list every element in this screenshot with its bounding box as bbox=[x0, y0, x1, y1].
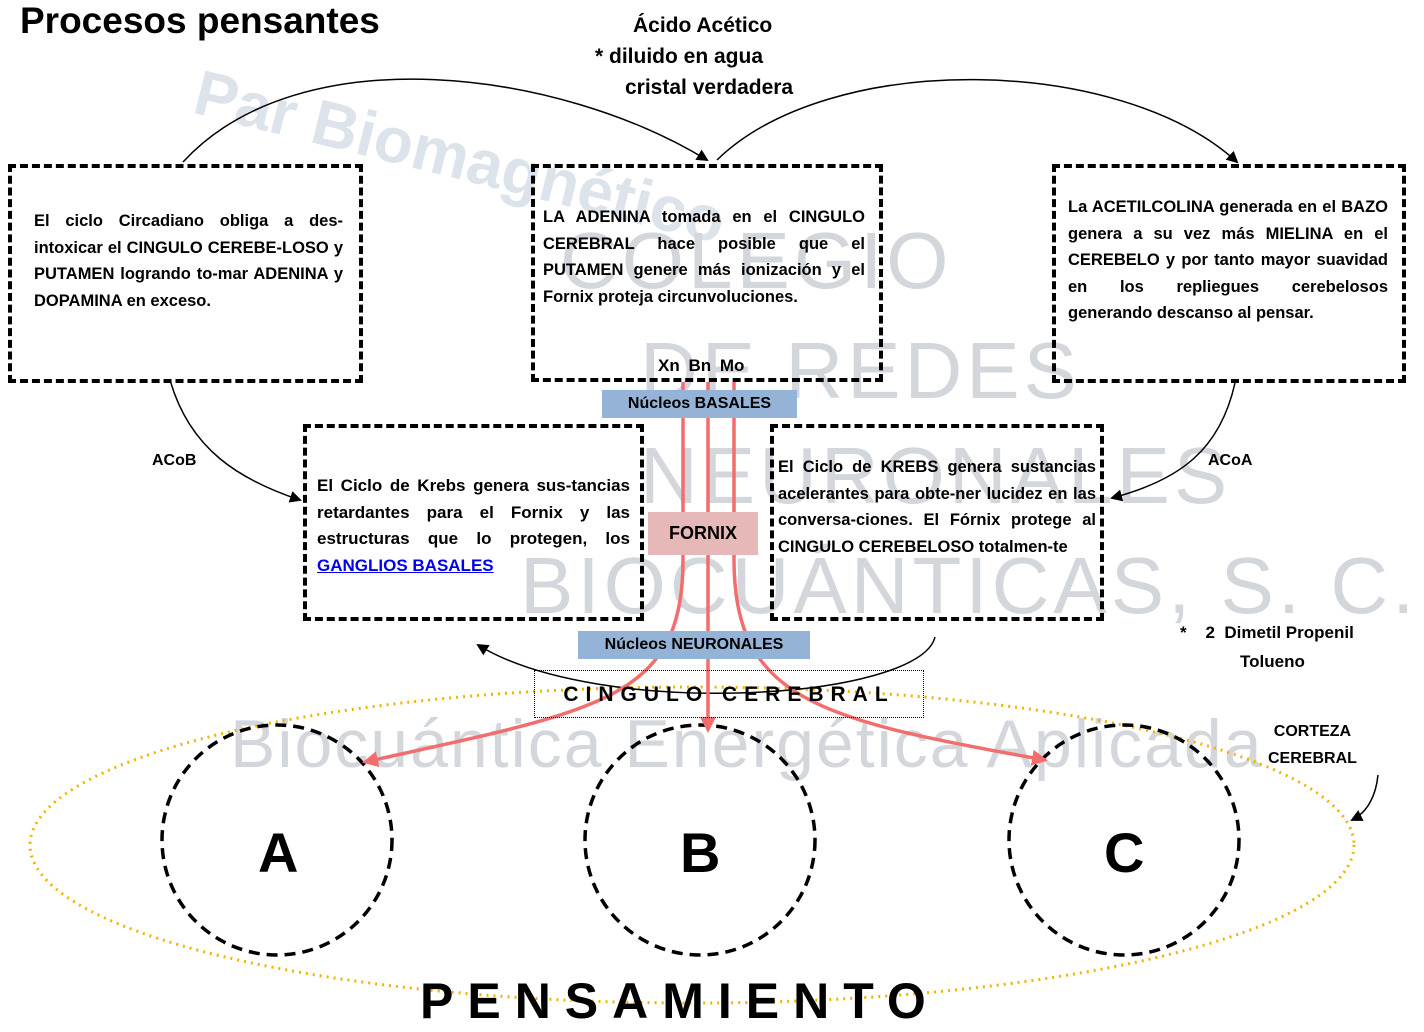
ganglios-basales-link[interactable]: GANGLIOS BASALES bbox=[317, 555, 494, 575]
box-krebs-right-text: El Ciclo de KREBS genera sustancias acel… bbox=[778, 458, 1096, 556]
arc-left-to-center bbox=[182, 78, 709, 163]
box-acetilcolina-text: La ACETILCOLINA generada en el BAZO gene… bbox=[1068, 198, 1388, 322]
red-arrow-c bbox=[732, 382, 1048, 766]
arrow-acob bbox=[169, 379, 302, 503]
dimetil-line-2: Tolueno bbox=[1240, 652, 1305, 671]
nucleos-neuronales-tag: Núcleos NEURONALES bbox=[578, 631, 810, 659]
box-adenina: LA ADENINA tomada en el CINGULO CEREBRAL… bbox=[531, 164, 883, 382]
page-title: Procesos pensantes bbox=[20, 0, 380, 41]
circle-a bbox=[160, 723, 394, 957]
box-krebs-acelerantes: El Ciclo de KREBS genera sustancias acel… bbox=[770, 424, 1104, 621]
circle-a-label: A bbox=[258, 821, 299, 884]
watermark-line-1: COLEGIO bbox=[560, 216, 953, 305]
circle-c-label: C bbox=[1104, 821, 1145, 884]
cingulo-cerebral-label: CINGULO CEREBRAL bbox=[534, 670, 924, 718]
corteza-cerebral-label: CORTEZA CEREBRAL bbox=[1268, 718, 1357, 772]
arrow-corteza bbox=[1350, 774, 1379, 821]
box-acetilcolina: La ACETILCOLINA generada en el BAZO gene… bbox=[1052, 164, 1406, 383]
box-circadiano-text: El ciclo Circadiano obliga a des-intoxic… bbox=[34, 212, 343, 310]
nucleos-basales-tag: Núcleos BASALES bbox=[602, 390, 797, 418]
acob-label: ACoB bbox=[152, 452, 197, 469]
arrow-acoa bbox=[1110, 382, 1236, 502]
watermark-line-5: Biocuántica Energética Aplicada bbox=[230, 706, 1264, 782]
dimetil-line-1: * 2 Dimetil Propenil bbox=[1180, 623, 1354, 642]
acid-line-1: Ácido Acético bbox=[633, 14, 773, 37]
pensamiento-label: PENSAMIENTO bbox=[420, 973, 940, 1029]
arc-center-to-right bbox=[716, 78, 1239, 164]
acid-label: Ácido Acético * diluido en agua cristal … bbox=[595, 10, 825, 103]
red-arrow-a bbox=[362, 382, 685, 768]
watermark-line-3: NEURONALES bbox=[640, 431, 1232, 520]
dimetil-label: * 2 Dimetil Propenil Tolueno bbox=[1180, 618, 1354, 676]
xn-bn-mo-label: Xn Bn Mo bbox=[658, 356, 745, 375]
box-krebs-left-text: El Ciclo de Krebs genera sus-tancias ret… bbox=[317, 476, 630, 548]
box-adenina-text: LA ADENINA tomada en el CINGULO CEREBRAL… bbox=[543, 208, 865, 306]
watermark-line-4: BIOCUÁNTICAS, S. C. bbox=[520, 541, 1419, 630]
fornix-tag: FORNIX bbox=[648, 512, 758, 555]
box-circadiano: El ciclo Circadiano obliga a des-intoxic… bbox=[8, 164, 363, 383]
acoa-label: ACoA bbox=[1208, 452, 1253, 469]
acid-line-3: cristal verdadera bbox=[625, 76, 794, 99]
circle-b-label: B bbox=[680, 821, 721, 884]
acid-line-2: * diluido en agua bbox=[595, 45, 764, 68]
circle-c bbox=[1007, 723, 1241, 957]
corteza-ellipse bbox=[28, 685, 1356, 1005]
corteza-line-1: CORTEZA bbox=[1273, 723, 1352, 740]
box-krebs-retardantes: El Ciclo de Krebs genera sus-tancias ret… bbox=[303, 424, 644, 621]
corteza-line-2: CEREBRAL bbox=[1268, 750, 1357, 767]
